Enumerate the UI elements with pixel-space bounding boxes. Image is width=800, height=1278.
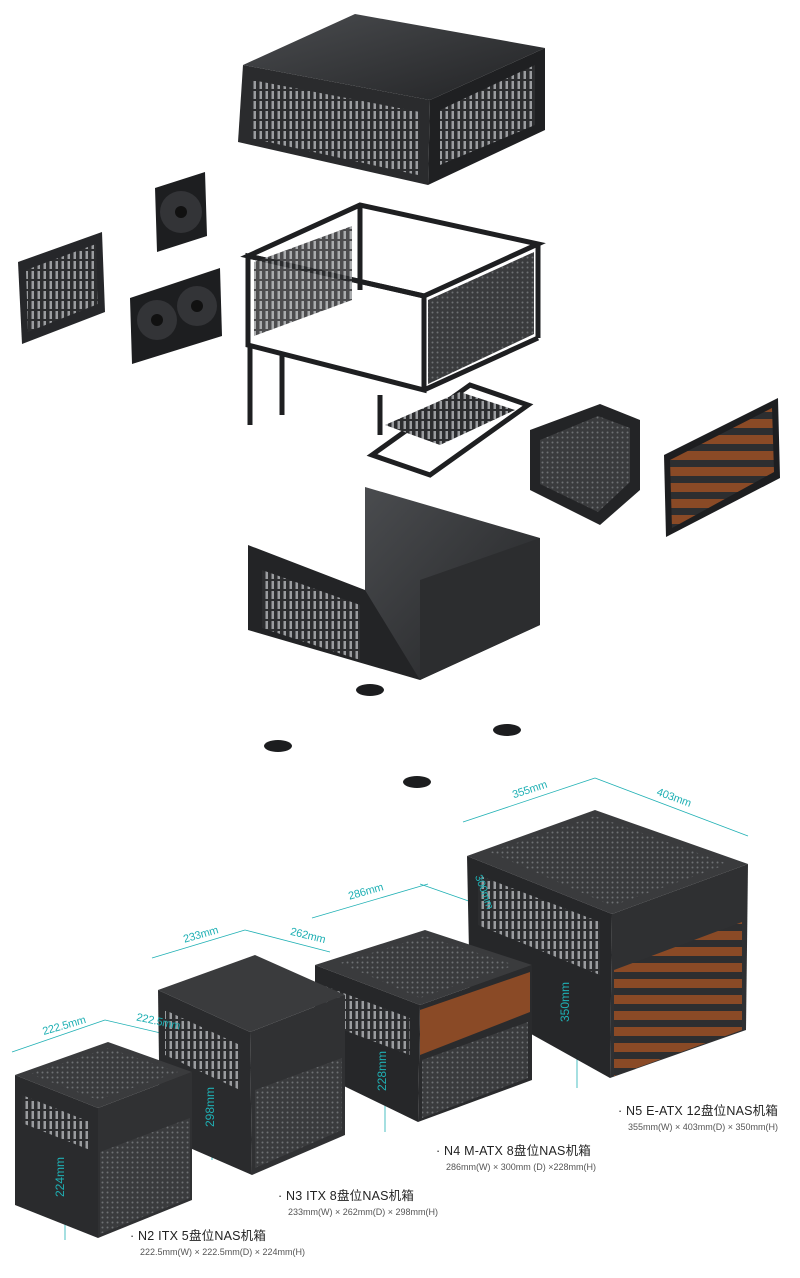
dimension-lines [11,777,749,1240]
n3-width-label: 233mm [182,924,220,946]
drive-cage [530,404,640,525]
n2-width-label: 222.5mm [41,1014,88,1038]
side-grill-panel [18,232,105,344]
rubber-feet [264,684,521,788]
wood-front-panel [664,398,780,537]
fan-double [130,268,222,364]
bottom-shell [248,487,540,680]
n4-spec: 286mm(W) × 300mm (D) ×228mm(H) [446,1162,597,1172]
n4-depth-label: 300mm [472,873,496,911]
n5-caption: · N5 E-ATX 12盘位NAS机箱 355mm(W) × 403mm(D)… [618,1100,778,1132]
n5-height-label: 350mm [558,981,573,1023]
n3-title: · N3 ITX 8盘位NAS机箱 [278,1189,415,1203]
exploded-view-illustration [18,14,780,788]
drive-tray [366,382,534,478]
n5-spec: 355mm(W) × 403mm(D) × 350mm(H) [628,1122,779,1132]
n3-depth-label: 262mm [289,925,327,947]
top-cover-panel [238,14,545,185]
n4-height-label: 228mm [375,1050,390,1092]
fan-single [155,172,207,252]
n3-caption: · N3 ITX 8盘位NAS机箱 233mm(W) × 262mm(D) × … [278,1185,438,1217]
n2-height-label: 224mm [53,1156,68,1198]
n3-height-label: 298mm [203,1086,218,1128]
n4-title: · N4 M-ATX 8盘位NAS机箱 [436,1144,591,1158]
n4-case [315,930,532,1122]
n4-width-label: 286mm [347,881,385,903]
n3-spec: 233mm(W) × 262mm(D) × 298mm(H) [288,1207,439,1217]
main-frame [240,202,546,425]
n5-title: · N5 E-ATX 12盘位NAS机箱 [618,1104,779,1118]
n2-case [15,1042,192,1238]
n2-spec: 222.5mm(W) × 222.5mm(D) × 224mm(H) [140,1247,306,1257]
n2-depth-label: 222.5mm [135,1011,182,1033]
n3-case [158,955,345,1175]
n4-caption: · N4 M-ATX 8盘位NAS机箱 286mm(W) × 300mm (D)… [436,1140,596,1172]
n2-title: · N2 ITX 5盘位NAS机箱 [130,1229,267,1243]
n5-case [467,810,748,1078]
n2-caption: · N2 ITX 5盘位NAS机箱 222.5mm(W) × 222.5mm(D… [130,1225,305,1257]
